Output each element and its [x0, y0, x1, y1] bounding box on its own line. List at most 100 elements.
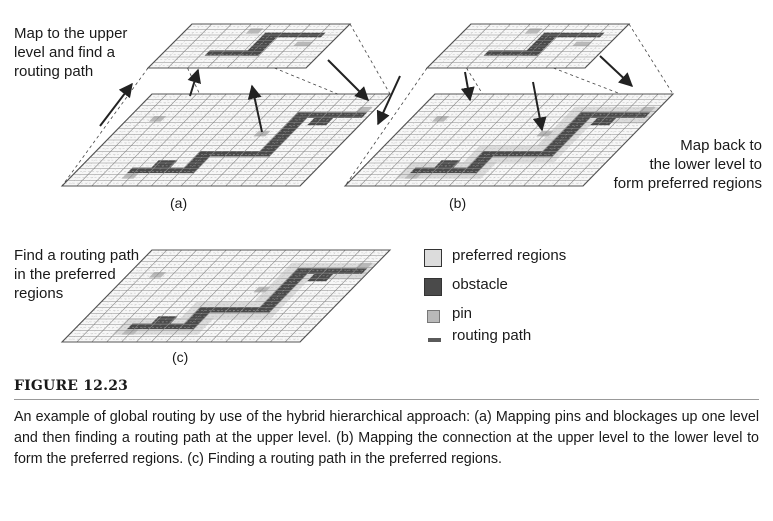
- arrow-up-mid-a: [187, 68, 201, 97]
- label-find-path: Find a routing path in the preferred reg…: [14, 247, 140, 302]
- plane-a-upper-grid-v: [246, 23, 291, 69]
- plane-c-subgrid-v: [113, 249, 205, 343]
- plane-a-lower-grid-v: [240, 93, 331, 187]
- plane-b-lower-grid-v: [523, 93, 614, 187]
- arrow-up-right-a: [247, 84, 263, 133]
- plane-c-grid-v: [270, 249, 361, 343]
- plane-b-lower-subgrid-v: [486, 93, 577, 187]
- plane-a-lower-subgrid-v: [277, 93, 368, 187]
- plane-b-routing-segment-2: [478, 151, 558, 157]
- plane-b-lower-subgrid-v: [501, 93, 592, 187]
- plane-a-lower-subgrid-v: [158, 93, 249, 187]
- obstacle-swatch: [424, 278, 442, 296]
- figure-caption: An example of global routing by use of t…: [14, 409, 759, 467]
- plane-b-lower-subgrid-v: [545, 93, 636, 187]
- plane-a-lower-subgrid-v: [143, 93, 234, 187]
- plane-a-lower-subgrid-v: [262, 93, 353, 187]
- legend-label-obstacle: obstacle: [452, 276, 508, 293]
- arrow-up-far-a: [327, 59, 369, 101]
- dashed-projection-a-left: [61, 67, 149, 187]
- plane-c-grid-v: [284, 249, 376, 343]
- plane-a-lower-subgrid-v: [128, 93, 220, 187]
- plane-c-subgrid-v: [232, 249, 324, 343]
- plane-a-upper-pin-0: [293, 41, 314, 46]
- plane-b-lower-subgrid-v: [426, 93, 517, 187]
- preferred-region-swatch: [424, 249, 442, 267]
- plane-c-subgrid-v: [262, 249, 353, 343]
- plane-a-lower-border: [60, 93, 392, 187]
- caption-divider: [14, 399, 759, 400]
- label-map-back: Map back to the lower level to form pref…: [613, 137, 762, 192]
- plane-a-lower-grid-v: [225, 93, 316, 187]
- dashed-projection-a-mid2: [274, 67, 338, 95]
- plane-c-subgrid-v: [143, 249, 234, 343]
- plane-b-lower-subgrid-v: [530, 93, 622, 187]
- plane-b-lower-subgrid-v: [560, 93, 651, 187]
- plane-a-upper: [146, 23, 352, 69]
- plane-c-routing-segment-2: [195, 307, 275, 313]
- arrow-down-mid-b: [460, 71, 475, 102]
- plane-b-upper-grid-v: [525, 23, 570, 69]
- plane-b-upper-grid-v: [545, 23, 590, 69]
- plane-b-lower-subgrid-v: [456, 93, 547, 187]
- plane-b-lower-grid-v: [478, 93, 570, 187]
- plane-b-lower-grid-v: [538, 93, 629, 187]
- plane-b-lower: [343, 93, 675, 187]
- plane-c-subgrid-v: [158, 249, 249, 343]
- plane-c-subgrid-v: [69, 249, 160, 343]
- plane-a-lower: [60, 93, 392, 187]
- plane-a-routing-segment-2: [195, 151, 275, 157]
- plane-b-upper-path-1: [521, 32, 561, 56]
- plane-b-lower-grid-v: [508, 93, 599, 187]
- plane-c-grid-v: [240, 249, 331, 343]
- plane-c-grid-v: [225, 249, 316, 343]
- legend-label-preferred: preferred regions: [452, 247, 567, 264]
- plane-b-upper-border: [425, 23, 631, 69]
- label-map-up: Map to the upper level and find a routin…: [14, 25, 128, 80]
- arrow-down-far-b: [599, 55, 634, 87]
- hierarchical-routing-diagram: [60, 23, 675, 343]
- plane-c-subgrid-v: [277, 249, 368, 343]
- plane-a-lower-grid-v: [284, 93, 376, 187]
- plane-c-subgrid-v: [247, 249, 339, 343]
- plane-a-lower-subgrid-v: [203, 93, 294, 187]
- plane-a-lower-subgrid-v: [99, 93, 190, 187]
- plane-c-grid-v: [210, 249, 301, 343]
- plane-b-lower-subgrid-v: [515, 93, 607, 187]
- arrow-down-right-b: [532, 81, 547, 132]
- plane-a-lower-subgrid-v: [247, 93, 339, 187]
- sublabel-a: (a): [170, 195, 188, 211]
- figure-title: FIGURE 12.23: [14, 378, 129, 394]
- plane-c-subgrid-v: [128, 249, 220, 343]
- sublabel-c: (c): [172, 349, 189, 365]
- plane-c-border: [60, 249, 392, 343]
- plane-c-subgrid-v: [99, 249, 190, 343]
- plane-c-subgrid-v: [173, 249, 264, 343]
- plane-c-subgrid-v: [84, 249, 175, 343]
- plane-b-lower-border: [343, 93, 675, 187]
- dashed-projection-a-right: [349, 23, 391, 95]
- dashed-projection-b-mid2: [553, 67, 621, 95]
- plane-c-subgrid-v: [203, 249, 294, 343]
- plane-a-upper-grid-v: [286, 23, 331, 69]
- plane-a-lower-subgrid-v: [84, 93, 175, 187]
- plane-b-lower-subgrid-v: [396, 93, 488, 187]
- plane-b-lower-subgrid-v: [352, 93, 443, 187]
- plane-a-lower-grid-v: [210, 93, 301, 187]
- plane-a-lower-subgrid-v: [173, 93, 264, 187]
- plane-b-lower-subgrid-v: [382, 93, 473, 187]
- dashed-projection-b-right: [628, 23, 674, 95]
- plane-c-subgrid-v: [218, 249, 309, 343]
- plane-a-lower-subgrid-v: [69, 93, 160, 187]
- plane-c-subgrid-v: [188, 249, 279, 343]
- plane-c-grid-v: [255, 249, 346, 343]
- plane-c-subgrid-v: [292, 249, 383, 343]
- plane-c-grid-v: [195, 249, 287, 343]
- arrow-up-left-a: [99, 82, 133, 127]
- plane-c: [60, 249, 392, 343]
- plane-a-lower-grid-v: [270, 93, 361, 187]
- plane-a-lower-subgrid-v: [218, 93, 309, 187]
- plane-a-lower-grid-v: [255, 93, 346, 187]
- routing-path-swatch: [428, 338, 441, 342]
- plane-b-lower-subgrid-v: [441, 93, 532, 187]
